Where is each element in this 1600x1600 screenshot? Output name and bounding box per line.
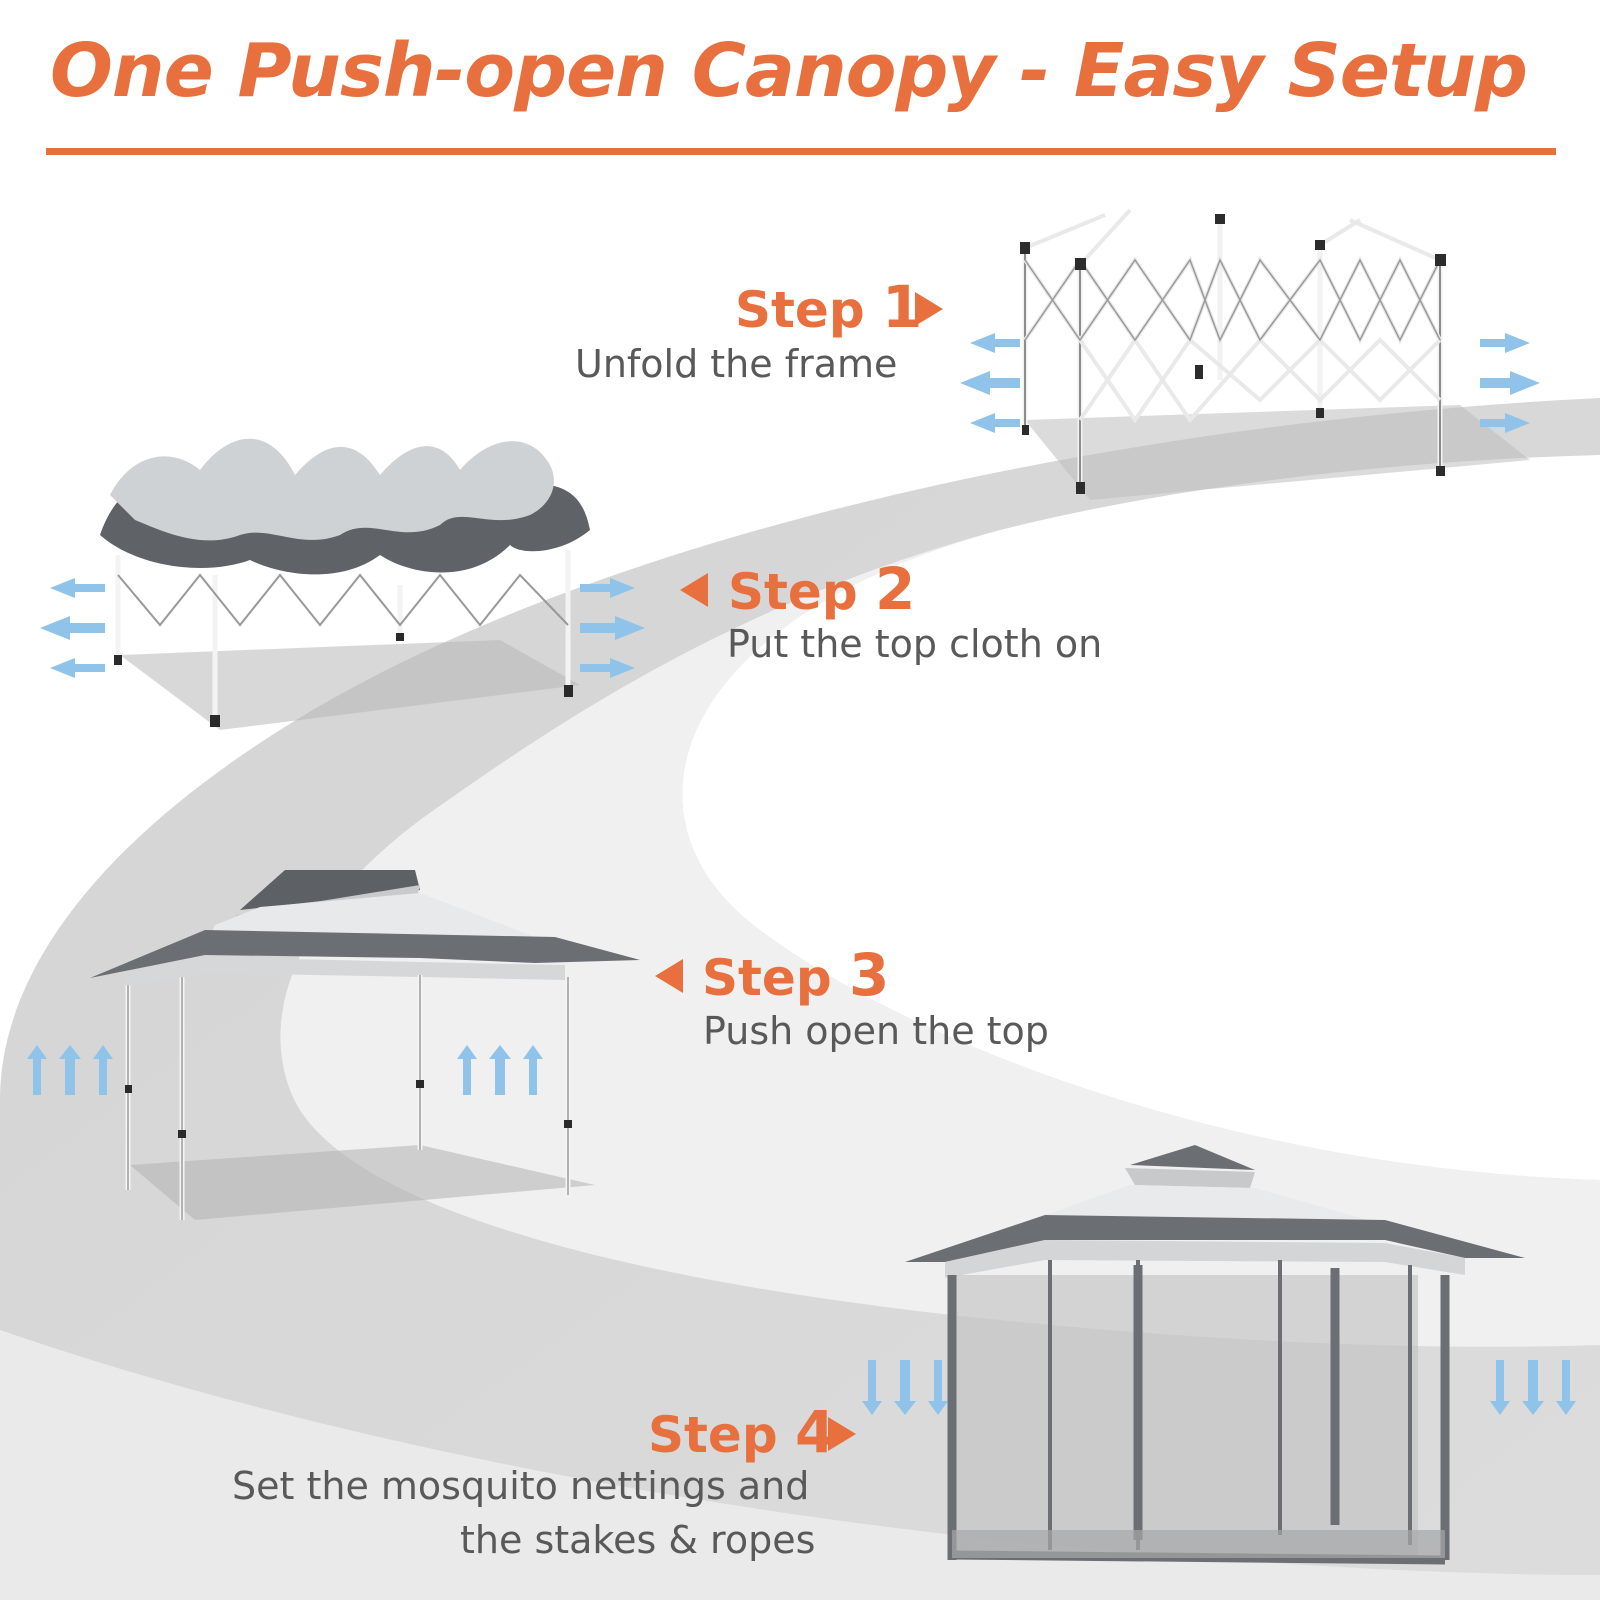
step3-arrow-icon <box>655 959 683 993</box>
netting-roof-top <box>1130 1145 1255 1170</box>
netting-ground <box>952 1530 1445 1558</box>
netting-roof-edge <box>905 1215 1525 1262</box>
step2-label: Step 2 <box>728 560 915 618</box>
canopy-roof-top <box>240 870 420 910</box>
step1-arrow-icon <box>915 292 943 326</box>
step1-description: Unfold the frame <box>575 342 898 386</box>
step2-description: Put the top cloth on <box>727 622 1103 666</box>
netting-roof-band <box>1125 1168 1255 1188</box>
page-title: One Push-open Canopy - Easy Setup <box>50 28 1528 114</box>
lift-arrow-icon <box>27 1045 113 1095</box>
expand-arrow-icon <box>580 578 645 678</box>
canopy-valance <box>125 957 565 987</box>
step4-description-line2: the stakes & ropes <box>460 1518 816 1562</box>
canopy-shadow <box>130 1145 595 1220</box>
step1-label: Step 1 <box>735 278 922 336</box>
expand-arrow-icon <box>40 578 105 678</box>
step2-arrow-icon <box>680 573 708 607</box>
step4-netting-image <box>905 1145 1525 1565</box>
cloth-light <box>110 438 554 541</box>
step4-arrow-icon <box>828 1417 856 1451</box>
sweep-bottom <box>0 1330 1600 1600</box>
netting-roof-light <box>1045 1185 1385 1225</box>
expand-arrow-icon <box>960 333 1020 433</box>
title-underline <box>46 148 1556 155</box>
step3-canopy-image <box>90 870 640 1220</box>
step3-label: Step 3 <box>702 946 889 1004</box>
netting-panel <box>948 1275 1418 1555</box>
lift-arrow-icon <box>457 1045 543 1095</box>
step4-description-line1: Set the mosquito nettings and <box>232 1464 810 1508</box>
step1-frame-image <box>1020 208 1530 500</box>
step3-number: 3 <box>849 941 890 1009</box>
expand-arrow-icon <box>1480 333 1540 433</box>
frame-shadow <box>1025 405 1530 500</box>
stake-arrow-icon <box>1490 1360 1576 1415</box>
step2-number: 2 <box>875 555 916 623</box>
step3-description: Push open the top <box>703 1009 1049 1053</box>
step1-word: Step <box>735 281 865 339</box>
cloth-shadow <box>120 640 580 730</box>
canopy-roof-edge <box>90 930 640 978</box>
step2-word: Step <box>728 563 858 621</box>
step2-cloth-image <box>100 438 590 730</box>
sweep-inner <box>280 455 1600 1347</box>
step4-word: Step <box>648 1406 778 1464</box>
stake-arrow-icon <box>862 1360 948 1415</box>
netting-valance <box>945 1240 1465 1278</box>
step3-word: Step <box>702 949 832 1007</box>
step4-label: Step 4 <box>648 1403 835 1461</box>
